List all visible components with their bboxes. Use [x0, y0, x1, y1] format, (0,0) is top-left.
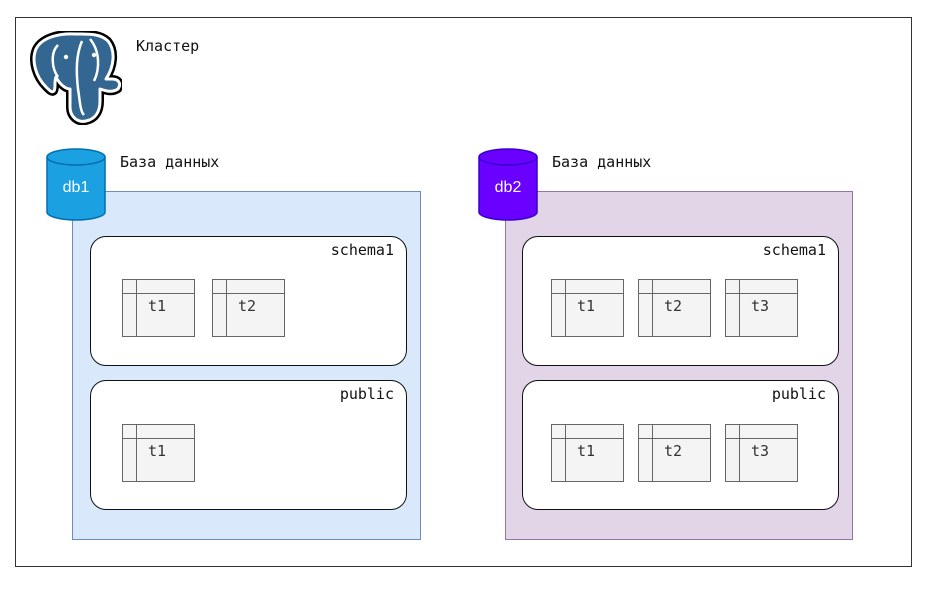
table-icon-db2-schema1-t1: t1	[551, 279, 624, 337]
schema-title: schema1	[330, 241, 394, 259]
schema-title: public	[771, 385, 826, 403]
database-cylinder-icon	[478, 148, 538, 221]
schema-box-db1-schema1: schema1 t1 t2	[90, 236, 407, 366]
table-icon-db1-schema1-t1: t1	[122, 279, 195, 337]
schema-title: public	[339, 385, 394, 403]
table-name: t2	[238, 297, 257, 315]
schema-box-db1-public: public t1	[90, 380, 407, 510]
table-icon-db2-public-t1: t1	[551, 424, 624, 482]
database-cylinder-icon	[46, 148, 106, 221]
table-name: t3	[751, 442, 770, 460]
table-name: t1	[148, 442, 167, 460]
table-name: t1	[577, 442, 596, 460]
table-icon-db1-schema1-t2: t2	[212, 279, 285, 337]
table-icon-db2-public-t3: t3	[725, 424, 798, 482]
schema-box-db2-public: public t1 t2 t3	[522, 380, 839, 510]
table-icon-db2-schema1-t3: t3	[725, 279, 798, 337]
cluster-label: Кластер	[136, 37, 200, 55]
table-name: t2	[664, 297, 683, 315]
database-name-db2: db2	[494, 179, 522, 196]
schema-title: schema1	[762, 241, 826, 259]
postgresql-elephant-icon	[30, 31, 122, 125]
table-name: t2	[664, 442, 683, 460]
table-icon-db1-public-t1: t1	[122, 424, 195, 482]
database-label-db1: База данных	[120, 153, 220, 171]
table-icon-db2-public-t2: t2	[638, 424, 711, 482]
table-name: t1	[148, 297, 167, 315]
database-name-db1: db1	[62, 179, 90, 196]
table-icon-db2-schema1-t2: t2	[638, 279, 711, 337]
table-name: t3	[751, 297, 770, 315]
table-name: t1	[577, 297, 596, 315]
schema-box-db2-schema1: schema1 t1 t2 t3	[522, 236, 839, 366]
database-label-db2: База данных	[552, 153, 652, 171]
